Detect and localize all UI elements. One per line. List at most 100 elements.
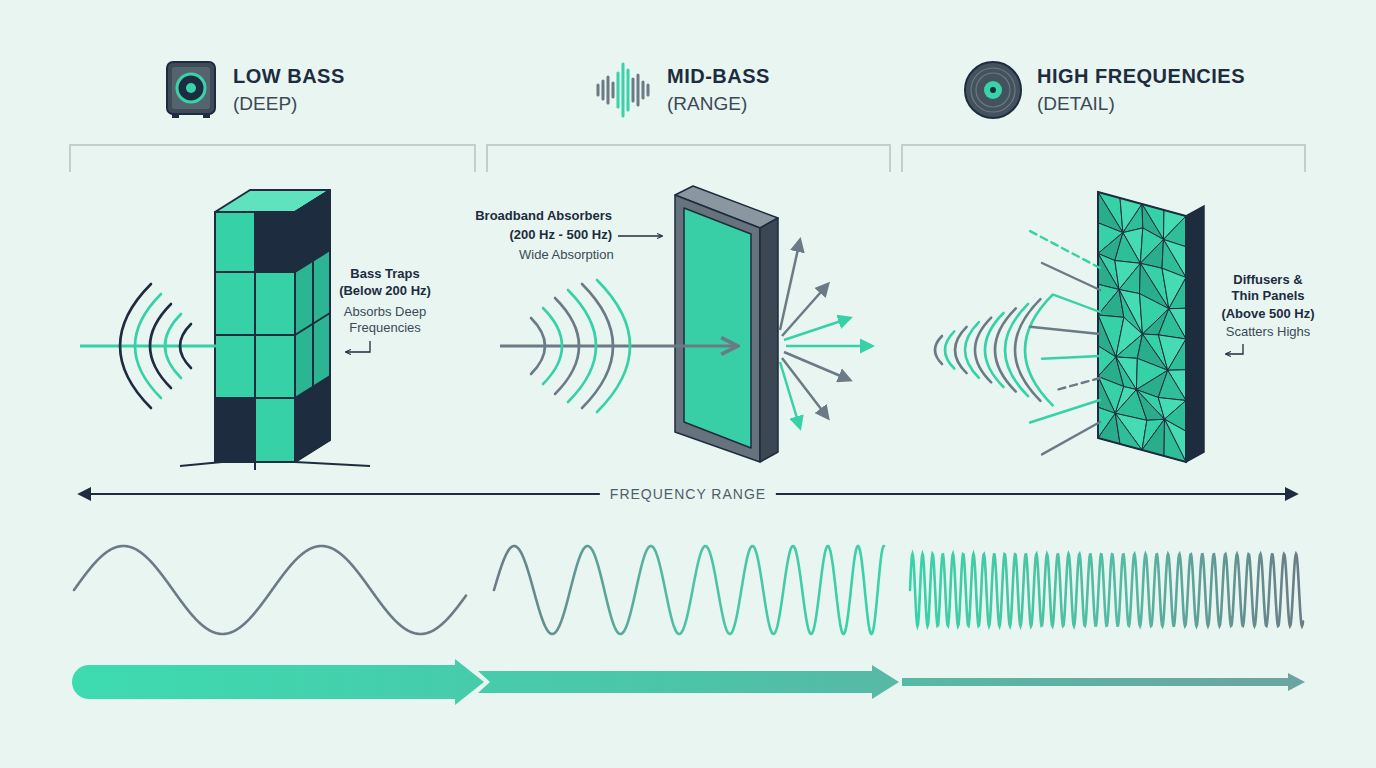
callout-note: Wide Absorption [519,247,614,263]
absorber-panel [675,186,778,462]
scatter-line [1030,400,1100,423]
scatter-arrows [786,345,872,348]
absorber-panel [684,208,751,448]
waveform-icon [632,79,635,101]
sound-arcs [582,284,613,408]
sound-arcs [165,314,181,378]
section-bracket [70,145,1305,172]
section-subtitle: (RANGE) [667,92,747,116]
waveform-icon [647,85,650,95]
waveform-icon [622,64,625,116]
absorber-panel [760,218,778,462]
sound-arcs [568,290,596,402]
scatter-lines [1030,231,1100,454]
sound-arcs [150,304,171,388]
callout-heading: Broadband Absorbers [475,208,612,224]
bass-trap [254,462,256,470]
scatter-arrows [784,318,850,340]
speaker-icon [172,67,210,109]
sound-arcs [120,284,191,408]
bass-trap [215,397,295,399]
diffuser-panel [1186,206,1204,462]
section-bracket [487,145,890,172]
energy-arrow [72,659,1305,705]
absorber-panel [675,195,760,462]
vinyl-icon [976,73,1010,107]
bass-trap [215,271,295,273]
scatter-line [1042,422,1100,454]
waveform-icon [627,70,630,110]
energy-arrow [902,673,1305,691]
scatter-line [1042,263,1100,290]
vinyl-icon [984,81,1002,99]
sound-arcs [543,308,562,384]
section-subtitle: (DETAIL) [1037,92,1115,116]
sound-wave [494,546,884,634]
waveform-icon [642,82,645,98]
diffuser-facet [1162,268,1186,308]
sound-arcs [1025,295,1053,406]
speaker-icon [172,114,179,118]
diffuser-panel [1098,192,1204,462]
sound-arcs [531,318,545,374]
diffuser-facet [1158,335,1186,370]
section-title: LOW BASS [233,64,345,89]
speaker-icon [167,62,215,114]
sound-wave [910,554,1303,626]
scatter-line [1030,327,1100,334]
diffuser-facet [1115,233,1140,264]
sound-arcs [935,295,1053,406]
sound-arcs [597,280,630,412]
sound-arrow [500,345,738,348]
bass-trap [180,462,222,466]
waveform-icon [637,75,640,105]
section-subtitle: (DEEP) [233,92,297,116]
scatter-arrows [780,240,800,330]
vinyl-icon [971,68,1015,112]
sound-arcs [135,294,161,398]
callout-range: (Below 200 Hz) [339,283,431,299]
energy-arrow [478,665,899,699]
diffuser-facet [1168,339,1186,370]
callout-heading: Diffusers & Thin Panels [1224,272,1312,305]
scatter-line [1054,378,1100,391]
leader-line [1226,344,1243,354]
waveform-icon [607,77,610,103]
bass-trap [215,334,295,336]
speaker-icon [186,83,196,93]
diffuser-outline [1098,192,1186,462]
bass-trap [180,190,370,470]
vinyl-icon [965,62,1021,118]
callout-note: Absorbs Deep Frequencies [335,304,435,337]
section-title: MID-BASS [667,64,770,89]
bass-trap [312,201,314,451]
generated-art [72,231,1305,705]
waveform-icon [617,73,620,107]
diffuser-facet [1164,419,1186,462]
bass-trap [215,398,255,462]
scatter-line [1030,231,1100,268]
sound-arcs [180,324,191,368]
diffuser-facet [1158,309,1186,339]
bass-trap [295,190,330,462]
bass-trap [215,212,295,462]
scatter-arrows [784,352,850,380]
scatter-arrows [780,362,800,428]
sound-arcs [975,318,991,383]
diffuser-facet [1169,278,1186,309]
diffuser-facet [1098,254,1119,290]
leader-line [346,341,370,352]
diffuser-facet [1098,254,1119,290]
scatter-line [1054,295,1100,312]
leader-line [618,235,662,236]
callout-note: Scatters Highs [1226,324,1311,340]
callout-heading: Bass Traps [350,266,419,282]
bass-trap [255,212,295,272]
speaker-icon [177,74,205,102]
waveform-icon [612,83,615,97]
speaker-icon [167,62,215,118]
callout-range: (200 Hz - 500 Hz) [509,227,612,243]
sound-arcs [555,298,579,394]
